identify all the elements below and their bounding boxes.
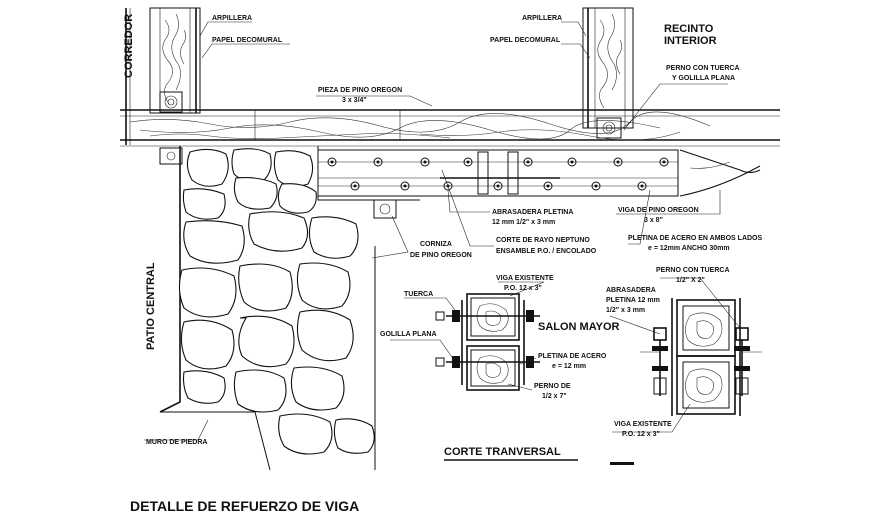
interior-label: INTERIOR	[664, 35, 717, 47]
viga-existente-left-1: VIGA EXISTENTE	[496, 275, 554, 282]
bolt-icon	[327, 157, 337, 167]
corte-2: ENSAMBLE P.O. / ENCOLADO	[496, 248, 597, 255]
tuerca-label: TUERCA	[404, 291, 433, 298]
viga-existente-left-2: P.O. 12 x 3"	[504, 285, 542, 292]
area-labels: CORREDOR RECINTO INTERIOR PATIO CENTRAL …	[123, 14, 717, 350]
perno-right-1: PERNO CON TUERCA	[656, 267, 730, 274]
detail-left-labels: VIGA EXISTENTE P.O. 12 x 3" TUERCA GOLIL…	[380, 275, 607, 400]
recinto-label: RECINTO	[664, 23, 714, 35]
viga-existente-right-2: P.O. 12 x 3"	[622, 431, 660, 438]
callout-labels: ARPILLERA PAPEL DECOMURAL ARPILLERA PAPE…	[146, 15, 763, 446]
perno-left-2: 1/2 x 7"	[542, 393, 567, 400]
bolt-icon	[734, 327, 750, 396]
bolt-icon	[420, 157, 430, 167]
pieza-label-2: 3 x 3/4"	[342, 97, 367, 104]
left-wall	[125, 7, 201, 145]
corniza-2: DE PINO OREGON	[410, 252, 472, 259]
main-beam	[317, 149, 761, 197]
bolt-icon	[493, 181, 503, 191]
abrasadera-1: ABRASADERA PLETINA	[492, 209, 573, 216]
bolt-icon	[523, 157, 533, 167]
corte-1: CORTE DE RAYO NEPTUNO	[496, 237, 590, 244]
bolt-icon	[350, 181, 360, 191]
right-wall	[582, 7, 634, 139]
arpillera-right: ARPILLERA	[522, 15, 562, 22]
titles: CORTE TRANVERSAL DETALLE DE REFUERZO DE …	[130, 446, 634, 514]
bolt-icon	[652, 327, 668, 396]
papel-right: PAPEL DECOMURAL	[490, 37, 561, 44]
bolt-icon	[400, 181, 410, 191]
perno-left-1: PERNO DE	[534, 383, 571, 390]
bolt-icon	[373, 157, 383, 167]
pieza-label-1: PIEZA DE PINO OREGON	[318, 87, 402, 94]
perno-right-2: 1/2" X 2"	[676, 277, 705, 284]
papel-left: PAPEL DECOMURAL	[212, 37, 283, 44]
muro-label: MURO DE PIEDRA	[146, 439, 207, 446]
bolt-icon	[543, 181, 553, 191]
salon-label: SALON MAYOR	[538, 321, 620, 333]
viga-existente-right-1: VIGA EXISTENTE	[614, 421, 672, 428]
golilla-label: GOLILLA PLANA	[380, 331, 437, 338]
beam-bolts	[327, 157, 669, 191]
leader-lines	[144, 21, 741, 441]
bolt-icon	[613, 157, 623, 167]
bolt-icon	[463, 157, 473, 167]
stone-wall	[159, 146, 376, 471]
bolt-icon	[567, 157, 577, 167]
abrasadera-right-1: ABRASADERA	[606, 287, 656, 294]
perno-top-1: PERNO CON TUERCA	[666, 65, 740, 72]
pletina-left-2: e = 12 mm	[552, 363, 586, 370]
bolt-icon	[637, 181, 647, 191]
section-detail-left	[435, 293, 540, 391]
bolt-icon	[659, 157, 669, 167]
pletina-left-1: PLETINA DE ACERO	[538, 353, 607, 360]
section-detail-right	[640, 298, 762, 416]
abrasadera-right-3: 1/2" x 3 mm	[606, 307, 645, 314]
corniza-1: CORNIZA	[420, 241, 452, 248]
detail-right-labels: PERNO CON TUERCA 1/2" X 2" ABRASADERA PL…	[606, 267, 730, 438]
page-title: DETALLE DE REFUERZO DE VIGA	[130, 498, 359, 514]
perno-top-2: Y GOLILLA PLANA	[672, 75, 735, 82]
pletina-2: e = 12mm ANCHO 30mm	[648, 245, 730, 252]
viga-2: 3 x 8"	[644, 217, 663, 224]
viga-1: VIGA DE PINO OREGON	[618, 207, 699, 214]
bolt-icon	[591, 181, 601, 191]
corredor-label: CORREDOR	[123, 14, 135, 78]
abrasadera-right-2: PLETINA 12 mm	[606, 297, 660, 304]
section-title: CORTE TRANVERSAL	[444, 446, 561, 458]
patio-label: PATIO CENTRAL	[145, 262, 157, 350]
floor-board	[120, 109, 780, 147]
abrasadera-2: 12 mm 1/2" x 3 mm	[492, 219, 555, 226]
arpillera-left: ARPILLERA	[212, 15, 252, 22]
pletina-1: PLETINA DE ACERO EN AMBOS LADOS	[628, 235, 763, 242]
